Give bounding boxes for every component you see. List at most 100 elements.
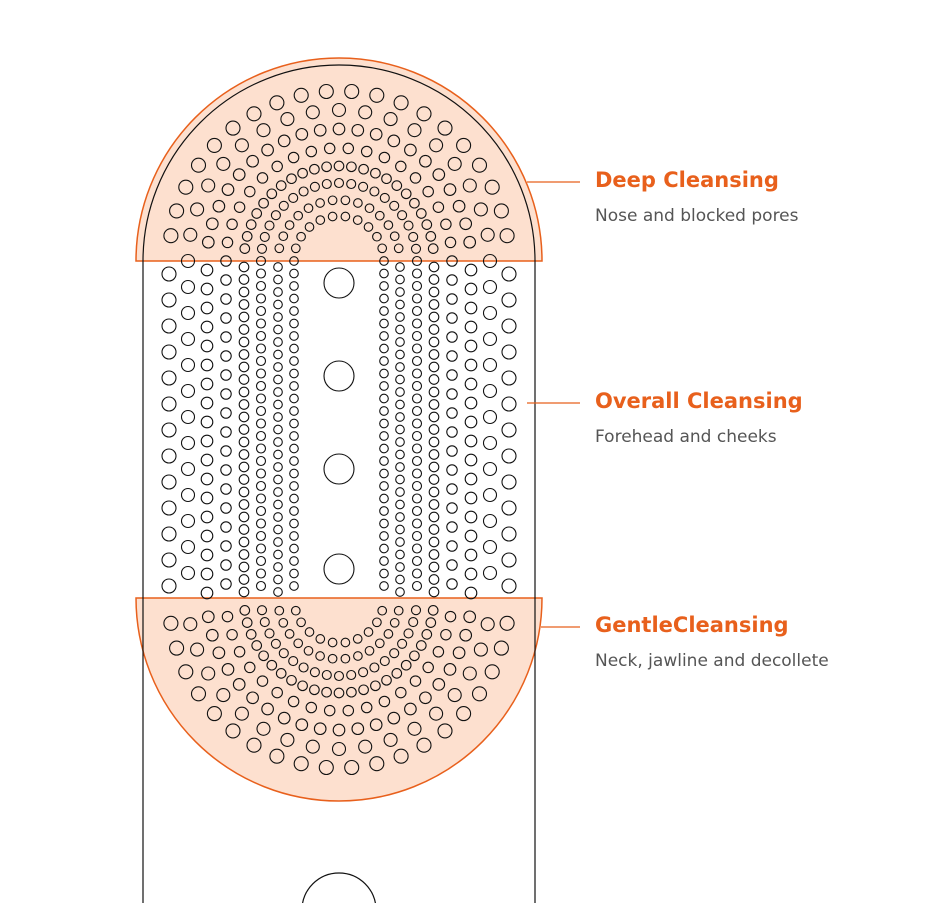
gentle-cleansing-zone	[135, 597, 543, 802]
bristle-hole	[244, 661, 256, 674]
bristle-hole	[395, 287, 405, 297]
bristle-hole	[161, 448, 177, 464]
bristle-hole	[220, 274, 232, 286]
bristle-hole	[395, 160, 407, 173]
bristle-hole	[446, 540, 458, 552]
bristle-hole	[313, 123, 327, 137]
bristle-hole	[409, 172, 422, 184]
bristle-hole	[379, 356, 389, 366]
bristle-hole	[221, 663, 235, 676]
bristle-hole	[255, 255, 267, 267]
bristle-hole	[342, 704, 355, 717]
bristle-hole	[482, 253, 498, 269]
bristle-hole	[425, 617, 437, 628]
bristle-hole	[293, 210, 304, 221]
bristle-hole	[383, 220, 394, 230]
bristle-hole	[377, 605, 388, 616]
bristle-hole	[270, 638, 281, 649]
bristle-hole	[256, 123, 271, 138]
bristle-hole	[404, 143, 417, 157]
bristle-hole	[255, 305, 267, 317]
bristle-hole	[238, 336, 250, 348]
bristle-hole	[446, 407, 458, 419]
bristle-hole	[169, 640, 185, 656]
bristle-hole	[437, 120, 453, 136]
bristle-hole	[315, 198, 325, 208]
bristle-hole	[393, 748, 409, 764]
bristle-hole	[352, 215, 363, 225]
bristle-hole	[419, 154, 432, 168]
bristle-hole	[309, 163, 320, 175]
bristle-hole	[411, 430, 423, 442]
bristle-hole	[393, 95, 409, 111]
bristle-hole	[378, 151, 391, 164]
center-hole	[323, 267, 355, 299]
bristle-hole	[482, 357, 498, 373]
bristle-hole	[427, 605, 439, 616]
bristle-hole	[246, 737, 262, 753]
bristle-hole	[389, 648, 400, 659]
bristle-hole	[201, 666, 216, 681]
bristle-hole	[309, 684, 320, 696]
bristle-hole	[444, 610, 457, 623]
bristle-hole	[411, 418, 423, 429]
bristle-hole	[346, 161, 357, 173]
bristle-hole	[220, 407, 232, 419]
bristle-hole	[180, 383, 196, 399]
bristle-hole	[395, 587, 405, 597]
bristle-hole	[180, 357, 196, 373]
bristle-hole	[403, 220, 414, 231]
bristle-hole	[428, 361, 440, 373]
deep-cleansing-zone	[135, 57, 543, 262]
bristle-hole	[456, 706, 472, 722]
bristle-hole	[379, 518, 389, 529]
bristle-hole	[255, 468, 267, 479]
bristle-hole	[315, 634, 326, 644]
bristle-hole	[432, 678, 446, 691]
bristle-hole	[428, 549, 440, 560]
bristle-hole	[374, 638, 385, 649]
zone-title: GentleCleansing	[595, 613, 789, 637]
bristle-hole	[239, 243, 251, 254]
bristle-hole	[464, 586, 478, 600]
bristle-hole	[289, 343, 299, 354]
bristle-hole	[379, 293, 389, 304]
bristle-hole	[353, 651, 363, 661]
bristle-hole	[305, 701, 318, 714]
bristle-hole	[464, 396, 478, 410]
bristle-hole	[256, 721, 271, 736]
bristle-hole	[501, 422, 517, 438]
bristle-hole	[501, 396, 517, 412]
bristle-hole	[241, 617, 253, 628]
bristle-hole	[245, 219, 257, 230]
bristle-hole	[360, 145, 373, 158]
bristle-hole	[275, 180, 287, 191]
bristle-hole	[379, 531, 389, 541]
bristle-hole	[428, 411, 440, 423]
bristle-hole	[464, 491, 478, 505]
bristle-hole	[444, 236, 457, 249]
bristle-hole	[379, 343, 389, 354]
bristle-hole	[255, 543, 267, 554]
bristle-hole	[200, 415, 214, 429]
bristle-hole	[255, 568, 267, 579]
bristle-hole	[464, 510, 478, 524]
bristle-hole	[296, 231, 306, 242]
bristle-hole	[428, 374, 440, 385]
bristle-hole	[395, 412, 405, 422]
bristle-hole	[273, 487, 283, 497]
bristle-hole	[200, 358, 214, 372]
bristle-hole	[395, 262, 405, 272]
bristle-hole	[246, 106, 262, 122]
bristle-hole	[238, 474, 250, 485]
bristle-hole	[287, 151, 300, 164]
bristle-hole	[273, 374, 283, 385]
bristle-hole	[387, 711, 401, 725]
bristle-hole	[358, 667, 369, 678]
bristle-hole	[428, 474, 440, 485]
bristle-hole	[273, 449, 283, 460]
bristle-hole	[273, 474, 283, 485]
bristle-hole	[428, 511, 440, 523]
bristle-hole	[482, 279, 498, 295]
bristle-hole	[452, 199, 466, 213]
